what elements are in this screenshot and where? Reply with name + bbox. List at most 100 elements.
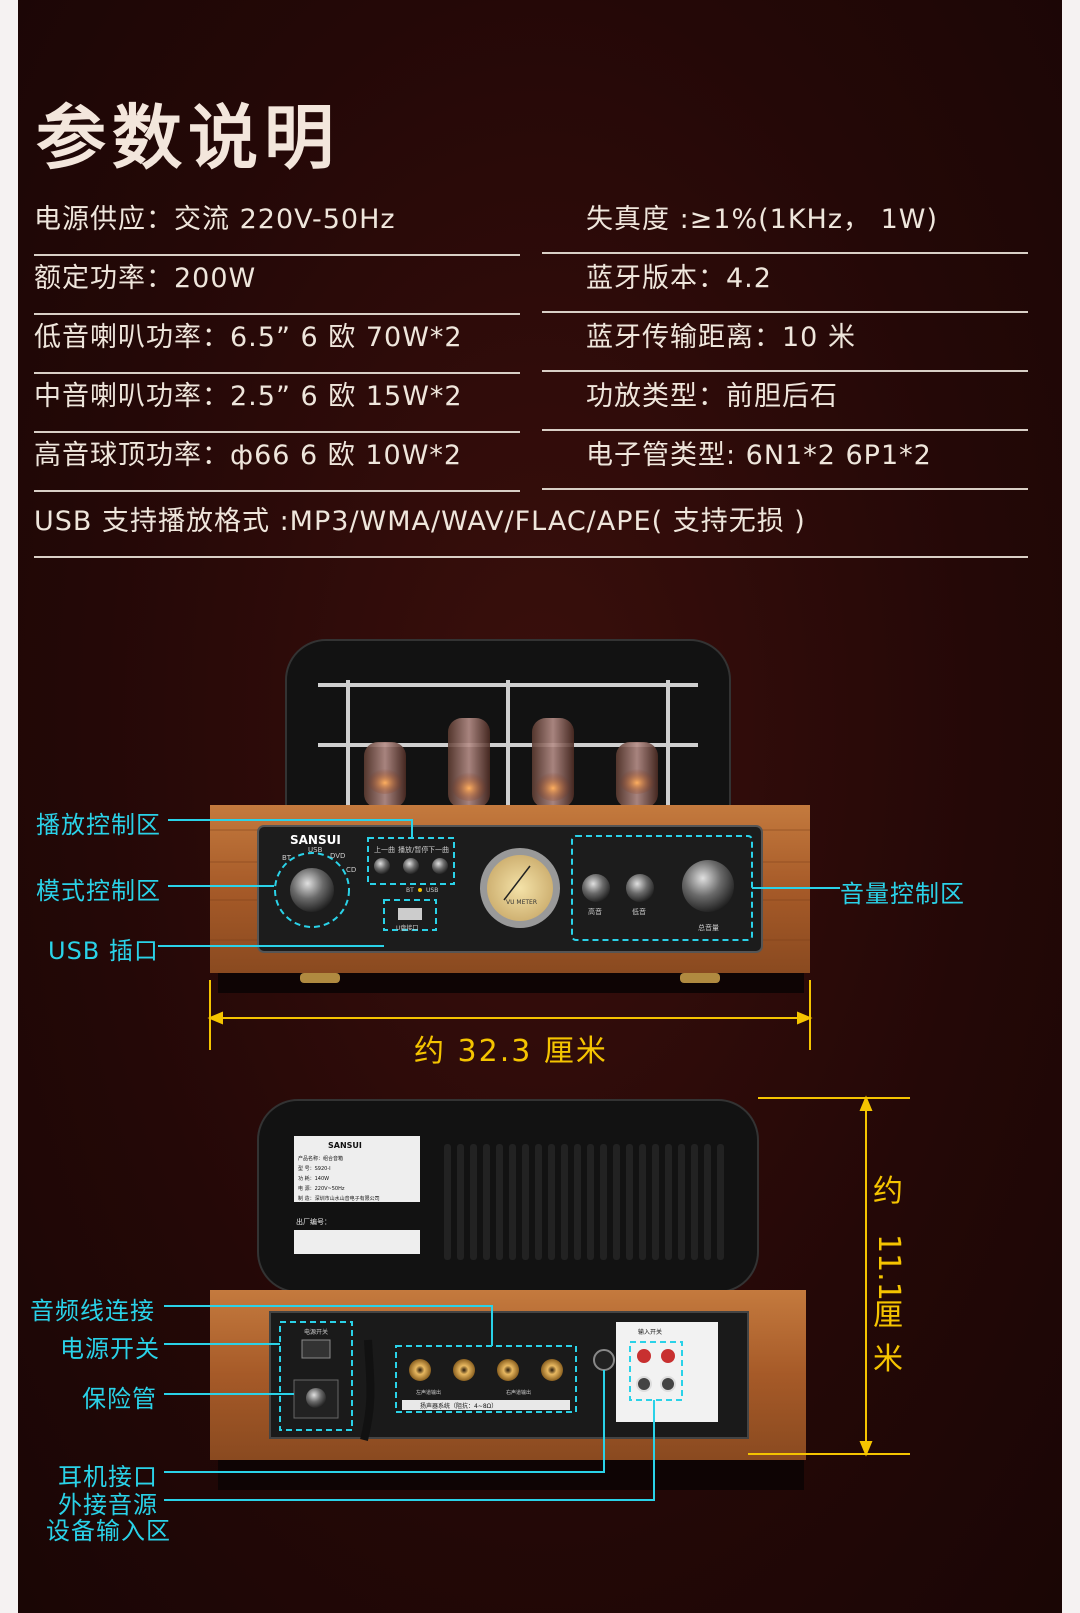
btn-label-play: 播放/暂停 [398, 845, 428, 854]
vu-meter [487, 855, 553, 921]
vent-slot [678, 1144, 685, 1260]
vent-slot [496, 1144, 503, 1260]
vent-slot [691, 1144, 698, 1260]
warning-labels [294, 1230, 420, 1254]
input-switch-plate [616, 1322, 718, 1422]
rca-white-2[interactable] [660, 1376, 676, 1392]
spec-distortion: 失真度 :≥1%(1KHz， 1W) [542, 196, 1028, 254]
usb-highlight [383, 899, 437, 931]
vent-slot [535, 1144, 542, 1260]
spec-tweeter-power: 高音球顶功率：ф66 6 欧 10W*2 [34, 432, 520, 492]
indicator-usb: USB [426, 887, 438, 894]
bass-knob[interactable] [626, 874, 654, 902]
back-base [218, 1460, 804, 1490]
speaker-terminal-2[interactable] [453, 1359, 475, 1381]
page-border-left [0, 0, 18, 1613]
height-char-2: 11.1 [871, 1234, 906, 1301]
vent-slot [483, 1144, 490, 1260]
height-char-1: 约 [873, 1174, 903, 1209]
spec-usb-format: USB 支持播放格式 :MP3/WMA/WAV/FLAC/APE( 支持无损 ) [34, 498, 1028, 558]
page-title: 参数说明 [36, 97, 340, 179]
height-dimension-label: 约 11.1 厘 米 [868, 1170, 908, 1382]
nameplate-brand: SANSUI [328, 1141, 362, 1150]
nameplate-product: 产品名称：组合音箱 [298, 1155, 343, 1162]
power-switch[interactable] [301, 1339, 331, 1359]
power-switch-highlight [279, 1321, 353, 1431]
input-switch-label: 输入开关 [638, 1328, 662, 1336]
vent-slot [444, 1144, 451, 1260]
callout-external-1: 外接音源 [58, 1491, 158, 1519]
power-cord [360, 1339, 375, 1441]
back-view: SANSUI 产品名称：组合音箱 型 号：S920-Ⅰ 功 耗：140W 电 源… [164, 1095, 910, 1501]
indicator-bt: BT [406, 887, 414, 894]
speaker-terminal-3[interactable] [497, 1359, 519, 1381]
callout-headphone: 耳机接口 [58, 1463, 158, 1491]
right-out-label: 右声道输出 [506, 1389, 531, 1396]
rca-red-1[interactable] [637, 1349, 651, 1363]
mode-knob[interactable] [290, 868, 334, 912]
nameplate [294, 1136, 420, 1202]
callout-usb: USB 插口 [48, 937, 159, 965]
master-volume-knob[interactable] [682, 860, 734, 912]
rca-red-2[interactable] [661, 1349, 675, 1363]
spec-woofer-power: 低音喇叭功率：6.5” 6 欧 70W*2 [34, 314, 520, 374]
height-char-4: 米 [873, 1342, 903, 1377]
width-dimension-label: 约 32.3 厘米 [414, 1034, 608, 1069]
vent-slot [600, 1144, 607, 1260]
vent-slot [561, 1144, 568, 1260]
knob-label-cd: CD [346, 866, 356, 874]
fuse-cap[interactable] [306, 1388, 326, 1408]
vent-slot [457, 1144, 464, 1260]
vent-slot [522, 1144, 529, 1260]
vent-slot [587, 1144, 594, 1260]
vent-slot [548, 1144, 555, 1260]
headphone-jack[interactable] [593, 1349, 615, 1371]
rca-white-1[interactable] [636, 1376, 652, 1392]
callout-volume: 音量控制区 [840, 880, 965, 908]
spec-bt-range: 蓝牙传输距离：10 米 [542, 314, 1028, 372]
usb-port[interactable] [398, 908, 422, 920]
btn-label-prev: 上一曲 [374, 845, 395, 854]
spec-power-supply: 电源供应：交流 220V-50Hz [34, 196, 520, 256]
vu-meter-label: VU METER [506, 899, 537, 906]
spec-bt-version: 蓝牙版本：4.2 [542, 255, 1028, 313]
product-illustration: SANSUI USB BT DVD CD 上一曲 播放/暂停 下一曲 BT US… [18, 600, 1062, 1613]
spec-amp-type: 功放类型：前胆后石 [542, 373, 1028, 431]
indicator-led [418, 888, 422, 892]
speaker-terminal-1[interactable] [409, 1359, 431, 1381]
vent-slot [639, 1144, 646, 1260]
amplifier-drawing: SANSUI USB BT DVD CD 上一曲 播放/暂停 下一曲 BT US… [158, 639, 910, 1501]
vent-slot [509, 1144, 516, 1260]
btn-label-next: 下一曲 [428, 845, 449, 854]
speaker-output-highlight [395, 1345, 577, 1413]
usb-port-label: U盘接口 [396, 924, 418, 932]
mode-highlight [274, 852, 350, 928]
vent-slots [444, 1144, 724, 1260]
speaker-system-label: 扬声器系统（阻抗：4~8Ω） [420, 1402, 497, 1410]
treble-knob[interactable] [582, 874, 610, 902]
prev-button[interactable] [374, 858, 390, 874]
vent-slot [613, 1144, 620, 1260]
volume-highlight [571, 835, 753, 941]
input-jacks-highlight [629, 1341, 683, 1401]
left-out-label: 左声道输出 [416, 1389, 441, 1396]
knob-label-usb: USB [308, 846, 323, 854]
spec-page: 参数说明 电源供应：交流 220V-50Hz 失真度 :≥1%(1KHz， 1W… [18, 0, 1062, 1613]
vacuum-tubes [364, 718, 658, 808]
callout-mode: 模式控制区 [36, 877, 161, 905]
speaker-terminal-4[interactable] [541, 1359, 563, 1381]
nameplate-voltage: 电 源：220V~50Hz [298, 1185, 345, 1192]
page-border-right [1062, 0, 1080, 1613]
nameplate-power: 功 耗：140W [298, 1175, 329, 1182]
knob-low-label: 低音 [632, 907, 646, 916]
callout-power-switch: 电源开关 [60, 1335, 160, 1363]
front-brand: SANSUI [290, 833, 341, 847]
callout-external-2: 设备输入区 [46, 1517, 171, 1545]
vent-slot [704, 1144, 711, 1260]
spec-tube-type: 电子管类型: 6N1*2 6P1*2 [542, 432, 1028, 490]
next-button[interactable] [432, 858, 448, 874]
play-pause-button[interactable] [403, 858, 419, 874]
vent-slot [717, 1144, 724, 1260]
nameplate-maker: 制 造：深圳市山水山音电子有限公司 [298, 1195, 380, 1202]
spec-rated-power: 额定功率：200W [34, 255, 520, 315]
